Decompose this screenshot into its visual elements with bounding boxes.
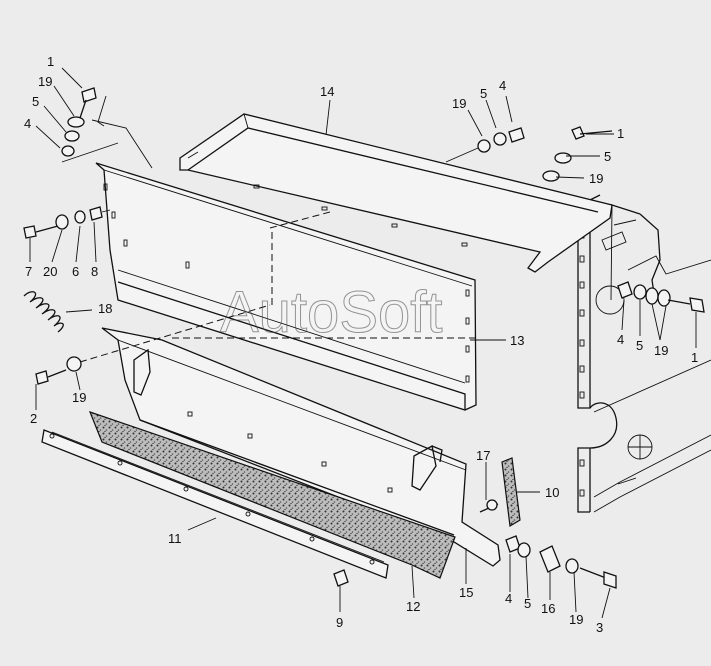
callout-19-left: 19	[72, 390, 86, 405]
callout-5-bottom: 5	[524, 596, 531, 611]
callout-2: 2	[30, 411, 37, 426]
spring-part-18	[23, 291, 64, 333]
callout-19-topleft: 19	[38, 74, 52, 89]
clamp-bar-part-11	[41, 429, 389, 579]
pad-part-10	[501, 457, 521, 527]
callout-17: 17	[476, 448, 490, 463]
callout-8: 8	[91, 264, 98, 279]
callout-4-top: 4	[499, 78, 506, 93]
callout-5-topleft: 5	[32, 94, 39, 109]
side-frame	[577, 194, 711, 513]
callout-16: 16	[541, 601, 555, 616]
callout-10: 10	[545, 485, 559, 500]
callout-9: 9	[336, 615, 343, 630]
callout-13: 13	[510, 333, 524, 348]
callout-5-right-top: 5	[604, 149, 611, 164]
front-panel-part-15	[101, 327, 501, 567]
callout-14: 14	[320, 84, 334, 99]
assembly-lines	[79, 211, 480, 363]
callout-12: 12	[406, 599, 420, 614]
callout-15: 15	[459, 585, 473, 600]
callout-1-right: 1	[691, 350, 698, 365]
callout-4-right: 4	[617, 332, 624, 347]
callout-20: 20	[43, 264, 57, 279]
top-cover-part-14	[179, 113, 613, 273]
callout-6: 6	[72, 264, 79, 279]
rear-panel-part-13	[95, 162, 477, 411]
callout-19-right-top: 19	[589, 171, 603, 186]
callout-19-bottom: 19	[569, 612, 583, 627]
callout-18: 18	[98, 301, 112, 316]
watermark: AutoSoft	[220, 280, 442, 345]
callout-19-right: 19	[654, 343, 668, 358]
callout-4-bottom: 4	[505, 591, 512, 606]
callout-19-top: 19	[452, 96, 466, 111]
fasteners	[23, 87, 711, 589]
callout-3: 3	[596, 620, 603, 635]
callout-11: 11	[168, 531, 182, 546]
callout-4-topleft: 4	[24, 116, 31, 131]
callout-5-right: 5	[636, 338, 643, 353]
callout-7: 7	[25, 264, 32, 279]
rubber-strip-part-12	[88, 411, 456, 579]
callout-5-top: 5	[480, 86, 487, 101]
leader-lines	[29, 67, 697, 619]
callout-1-right-top: 1	[617, 126, 624, 141]
callout-labels: 1 19 5 4 14 19 5 4 1 5 19 7 20 6 8 18 13…	[24, 54, 698, 635]
callout-1-topleft: 1	[47, 54, 54, 69]
